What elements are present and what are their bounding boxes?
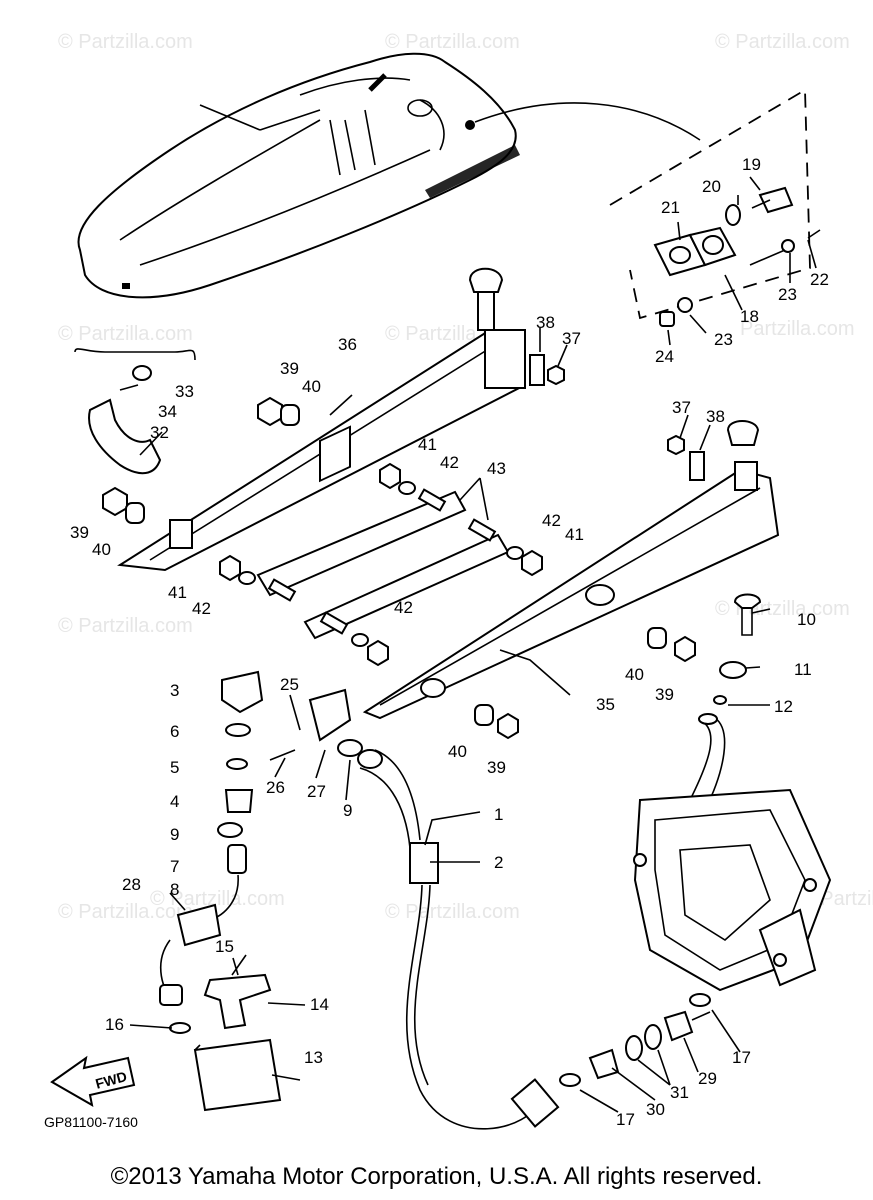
watermark: © Partzilla.com xyxy=(58,615,193,637)
callout-label: 40 xyxy=(302,377,321,396)
callout-label: 24 xyxy=(655,347,674,366)
callout-label: 20 xyxy=(702,177,721,196)
watermark: Partzilla.com xyxy=(740,318,854,340)
callout-label: 5 xyxy=(170,758,179,777)
callout-label: 36 xyxy=(338,335,357,354)
callout-label: 41 xyxy=(565,525,584,544)
callout-label: 32 xyxy=(150,423,169,442)
hull-rail-35 xyxy=(362,420,780,720)
callout-label: 27 xyxy=(307,782,326,801)
callout-label: 9 xyxy=(170,825,179,844)
callout-label: 12 xyxy=(774,697,793,716)
callout-label: 9 xyxy=(343,801,352,820)
callout-label: 35 xyxy=(596,695,615,714)
callout-label: 31 xyxy=(670,1083,689,1102)
callout-label: 40 xyxy=(625,665,644,684)
drain-plug-inset xyxy=(609,88,821,327)
callout-label: 21 xyxy=(661,198,680,217)
callout-label: 38 xyxy=(706,407,725,426)
callout-layer: 1 2 3 4 5 6 7 8 9 9 10 11 12 13 14 15 16… xyxy=(70,155,829,1129)
watermark: © Partzilla.com xyxy=(58,901,193,923)
callout-label: 3 xyxy=(170,681,179,700)
fasteners xyxy=(102,354,705,740)
callout-label: 8 xyxy=(170,880,179,899)
callout-label: 19 xyxy=(742,155,761,174)
cooling-line-components xyxy=(159,670,363,1112)
callout-label: 15 xyxy=(215,937,234,956)
jet-pump-housing xyxy=(633,713,832,992)
callout-label: 37 xyxy=(562,329,581,348)
leader-lines xyxy=(129,176,817,1113)
inlet-fitting xyxy=(74,348,196,475)
hull-rail-36 xyxy=(117,267,527,572)
callout-label: 1 xyxy=(494,805,503,824)
forward-arrow-icon: FWD xyxy=(50,1055,136,1107)
callout-label: 34 xyxy=(158,402,177,421)
watermark: © Partzilla.com xyxy=(150,888,285,910)
callout-label: 39 xyxy=(487,758,506,777)
callout-label: 39 xyxy=(655,685,674,704)
callout-label: 29 xyxy=(698,1069,717,1088)
watermark: © Partzilla.com xyxy=(715,31,850,53)
callout-label: 41 xyxy=(168,583,187,602)
callout-label: 17 xyxy=(732,1048,751,1067)
callout-label: 42 xyxy=(394,598,413,617)
bracket-43 xyxy=(256,490,510,640)
callout-label: 6 xyxy=(170,722,179,741)
callout-label: 37 xyxy=(672,398,691,417)
watermark: © Partzilla.com xyxy=(58,31,193,53)
callout-label: 26 xyxy=(266,778,285,797)
callout-label: 23 xyxy=(778,285,797,304)
watercraft-illustration xyxy=(77,52,701,299)
callout-label: 43 xyxy=(487,459,506,478)
callout-label: 40 xyxy=(448,742,467,761)
watermark-layer: © Partzilla.com © Partzilla.com © Partzi… xyxy=(58,31,873,923)
callout-label: 17 xyxy=(616,1110,635,1129)
callout-label: 40 xyxy=(92,540,111,559)
callout-label: 14 xyxy=(310,995,329,1014)
watermark: © Partzilla.com xyxy=(385,31,520,53)
callout-label: 23 xyxy=(714,330,733,349)
callout-label: 18 xyxy=(740,307,759,326)
callout-label: 25 xyxy=(280,675,299,694)
callout-label: 11 xyxy=(794,660,812,679)
callout-label: 4 xyxy=(170,792,179,811)
callout-label: 33 xyxy=(175,382,194,401)
callout-label: 7 xyxy=(170,857,179,876)
callout-label: 42 xyxy=(192,599,211,618)
watermark: © Partzilla.com xyxy=(385,901,520,923)
callout-label: 41 xyxy=(418,435,437,454)
callout-label: 30 xyxy=(646,1100,665,1119)
callout-label: 42 xyxy=(440,453,459,472)
fwd-label: FWD xyxy=(94,1068,129,1092)
callout-label: 39 xyxy=(70,523,89,542)
diagram-code: GP81100-7160 xyxy=(44,1114,138,1130)
callout-label: 38 xyxy=(536,313,555,332)
hose-1-2 xyxy=(357,749,560,1130)
callout-label: 2 xyxy=(494,853,503,872)
bypass-fittings xyxy=(559,593,762,1087)
copyright-notice: ©2013 Yamaha Motor Corporation, U.S.A. A… xyxy=(110,1163,763,1190)
watermark: © Partzilla.com xyxy=(58,323,193,345)
callout-label: 39 xyxy=(280,359,299,378)
callout-label: 22 xyxy=(810,270,829,289)
callout-label: 16 xyxy=(105,1015,124,1034)
callout-label: 42 xyxy=(542,511,561,530)
callout-label: 10 xyxy=(797,610,816,629)
callout-label: 28 xyxy=(122,875,141,894)
callout-label: 13 xyxy=(304,1048,323,1067)
